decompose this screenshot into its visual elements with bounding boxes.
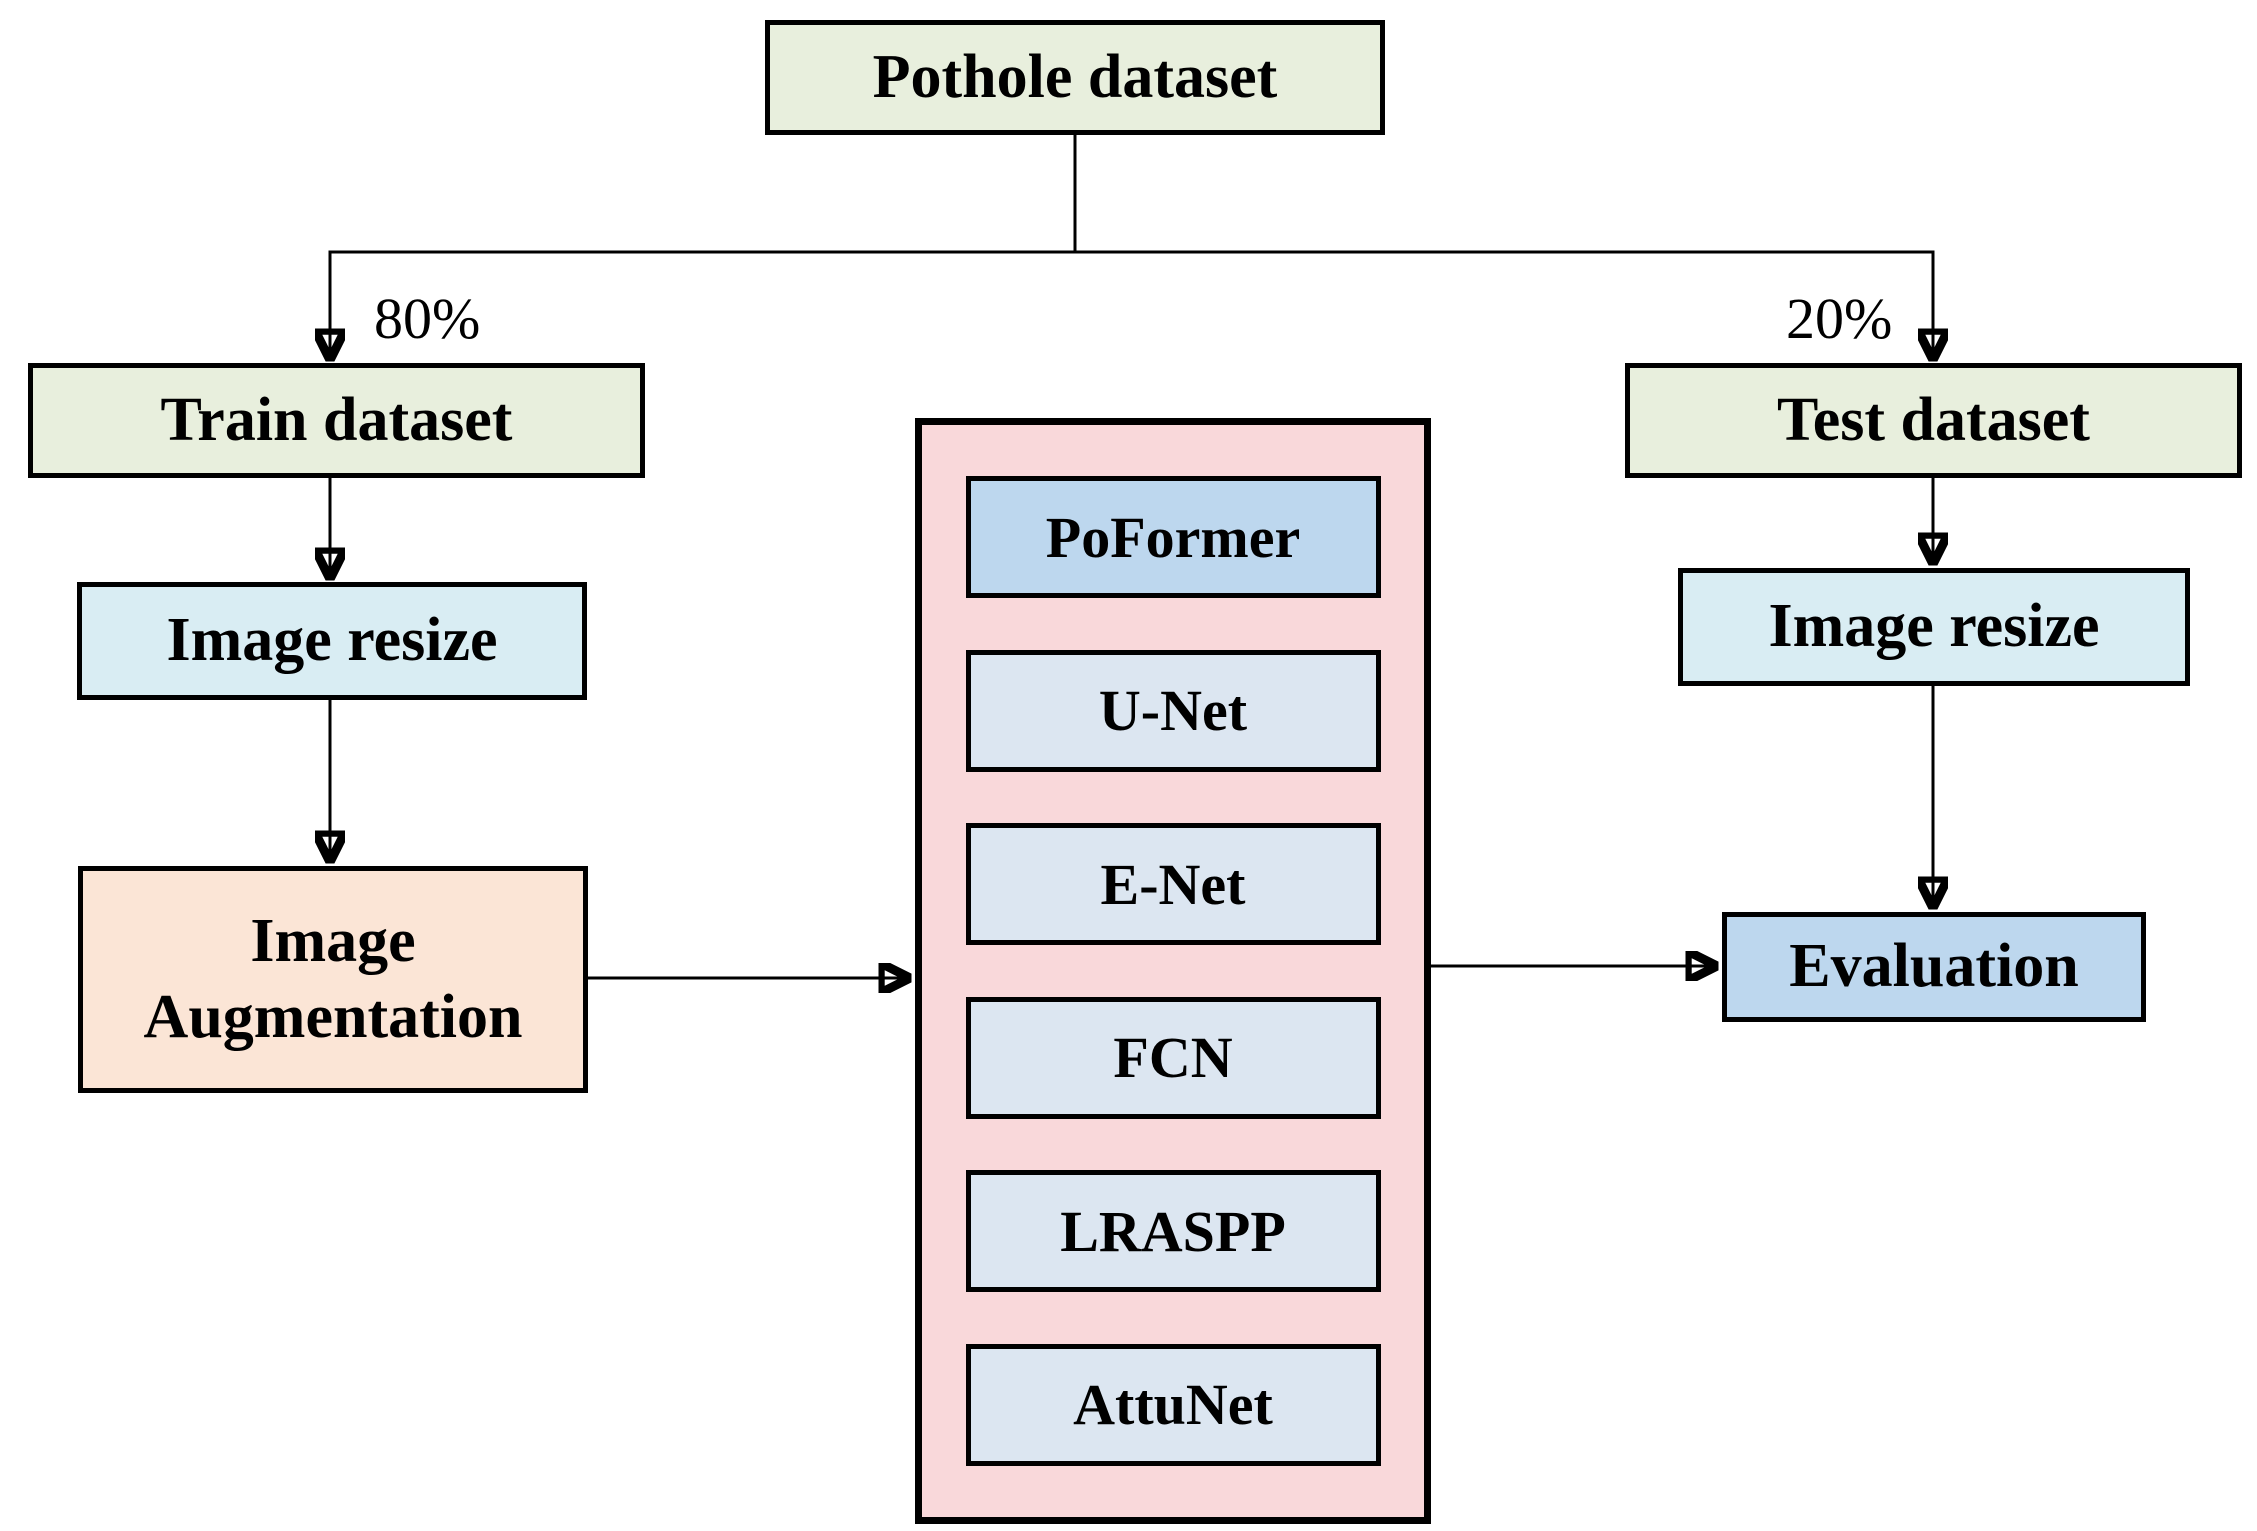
node-test-dataset: Test dataset xyxy=(1625,363,2242,478)
node-model-enet: E-Net xyxy=(965,823,1381,946)
split-label-80-percent: 80% xyxy=(374,286,481,351)
node-model-attunet: AttuNet xyxy=(965,1343,1381,1466)
node-image-augmentation: Image Augmentation xyxy=(78,866,588,1093)
node-model-fcn: FCN xyxy=(965,996,1381,1119)
node-image-resize-test: Image resize xyxy=(1678,568,2190,686)
node-train-dataset: Train dataset xyxy=(28,363,645,478)
models-container: PoFormer U-Net E-Net FCN LRASPP AttuNet xyxy=(915,418,1431,1524)
split-label-20-percent: 20% xyxy=(1786,286,1893,351)
node-image-resize-train: Image resize xyxy=(77,582,587,700)
node-evaluation: Evaluation xyxy=(1722,912,2146,1022)
node-model-unet: U-Net xyxy=(965,649,1381,772)
node-model-poformer: PoFormer xyxy=(965,476,1381,599)
node-pothole-dataset: Pothole dataset xyxy=(765,20,1385,135)
node-model-lraspp: LRASPP xyxy=(965,1170,1381,1293)
